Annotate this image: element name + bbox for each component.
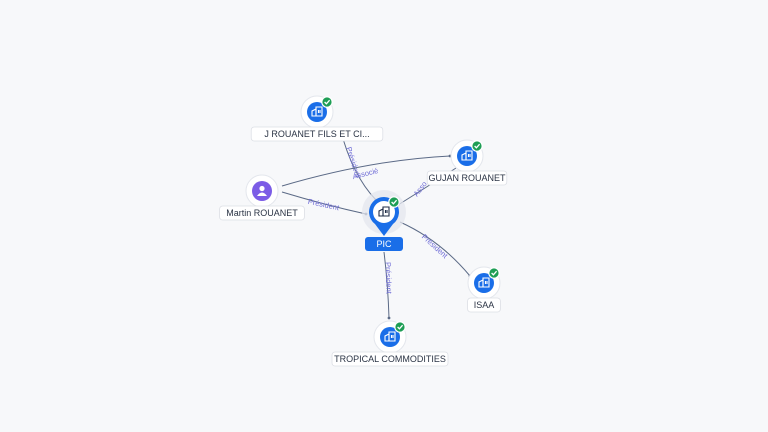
node-label: ISAA [467,297,501,313]
node-label-box [467,297,501,313]
edge-line [281,155,451,187]
nodes-layer: J ROUANET FILS ET CI... GUJAN ROUANET Mart… [219,95,508,367]
edge-line [383,251,390,319]
node-label: TROPICAL COMMODITIES [331,351,449,367]
verified-check-icon [471,140,483,152]
edge-arrow [387,316,391,320]
center-label-box [365,237,403,251]
node-label-box [426,170,508,186]
center-label: PIC [365,237,403,251]
node-jrouanet[interactable]: J ROUANET FILS ET CI... [250,95,384,142]
building-icon [461,150,473,161]
verified-check-icon [488,267,500,279]
node-label-text: ISAA [474,300,495,310]
person-icon [257,185,267,196]
edge-label: Président [420,232,450,261]
verified-check-icon [394,321,406,333]
center-node[interactable]: PIC [362,190,406,251]
verified-check-icon [388,196,400,208]
node-label-box [250,126,384,142]
building-icon [311,106,323,117]
edge-line [399,221,471,277]
node-label: Martin ROUANET [219,205,305,221]
edge-line [281,191,367,215]
building-icon [378,206,390,217]
node-label: J ROUANET FILS ET CI... [250,126,384,142]
building-icon [384,331,396,342]
edge-pic-tropical: Président [383,251,394,320]
edge-label: Président [307,197,341,213]
node-label-text: GUJAN ROUANET [428,173,506,183]
node-label-box [331,351,449,367]
center-label-text: PIC [376,239,392,249]
node-martin[interactable]: Martin ROUANET [219,174,305,221]
node-label-text: J ROUANET FILS ET CI... [264,129,369,139]
node-label-text: Martin ROUANET [226,208,298,218]
building-icon [478,277,490,288]
node-gujan[interactable]: GUJAN ROUANET [426,139,508,186]
edge-pic-isaa: Président [399,221,472,278]
node-label-box [219,205,305,221]
node-tropical[interactable]: TROPICAL COMMODITIES [331,320,449,367]
edge-label: Président [383,262,393,295]
verified-check-icon [321,96,333,108]
node-label-text: TROPICAL COMMODITIES [334,354,446,364]
node-label: GUJAN ROUANET [426,170,508,186]
node-isaa[interactable]: ISAA [467,266,501,313]
